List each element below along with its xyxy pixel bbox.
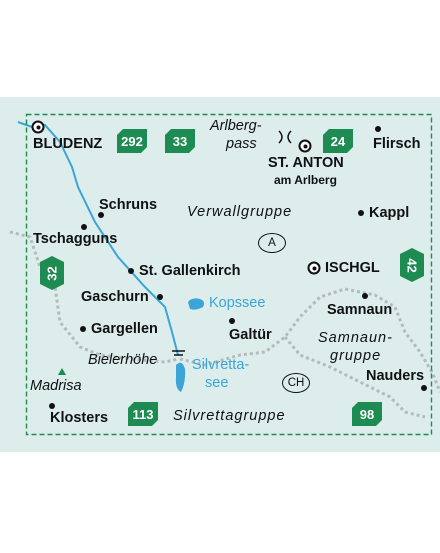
town-bludenz: BLUDENZ [33, 136, 103, 152]
dam-mark [172, 350, 185, 356]
town-gargellen: Gargellen [91, 321, 158, 337]
map-area: BLUDENZ 292 33 Arlberg- pass 24 ST. ANTO… [0, 97, 440, 452]
town-ischgl: ISCHGL [325, 260, 380, 276]
arlbergpass-label-1: Arlberg- [210, 118, 262, 134]
town-flirsch: Flirsch [373, 136, 421, 152]
kappl-marker [358, 210, 364, 216]
samnaun-marker [362, 293, 368, 299]
silvrettasee-label-2: see [205, 375, 229, 391]
town-nauders: Nauders [366, 368, 425, 384]
arlbergpass-label-2: pass [226, 136, 257, 152]
pass-icon [278, 130, 292, 144]
shield-32: 32 [40, 256, 64, 290]
town-galtuer: Galtür [229, 327, 272, 343]
town-st-gallenkirch: St. Gallenkirch [139, 263, 241, 279]
st-gallenkirch-marker [128, 268, 134, 274]
border-line-east [179, 287, 440, 393]
shield-33-label: 33 [172, 133, 188, 149]
st-anton-marker [298, 139, 312, 153]
map-overlay [9, 113, 440, 436]
shield-24-label: 24 [330, 133, 346, 149]
schruns-marker [98, 212, 104, 218]
shield-42: 42 [400, 248, 424, 282]
galtuer-marker [229, 318, 235, 324]
shield-98-label: 98 [359, 406, 375, 422]
silvrettasee-lake [175, 362, 186, 392]
flirsch-marker [375, 126, 381, 132]
shield-113-label: 113 [132, 406, 154, 422]
town-schruns: Schruns [99, 197, 158, 213]
border-line-ch [283, 336, 426, 419]
shield-113: 113 [128, 402, 158, 426]
kopssee-lake [188, 298, 204, 310]
sheet-frame [25, 113, 433, 436]
town-klosters: Klosters [50, 410, 109, 426]
town-samnaun: Samnaun [327, 302, 393, 318]
shield-292-label: 292 [121, 133, 143, 149]
country-code-a: A [258, 233, 286, 253]
silvrettasee-label-1: Silvretta- [192, 357, 250, 373]
shield-33: 33 [165, 129, 195, 153]
country-code-ch-label: CH [287, 377, 305, 389]
kopssee-label: Kopssee [209, 295, 266, 311]
shield-32-label: 32 [44, 265, 60, 281]
ischgl-marker [307, 261, 321, 275]
country-code-ch: CH [282, 373, 310, 393]
bielerhoehe-label: Bielerhöhe [88, 352, 158, 368]
nauders-marker [421, 385, 427, 391]
shield-24: 24 [323, 129, 353, 153]
town-st-anton: ST. ANTON [268, 155, 344, 171]
shield-42-label: 42 [404, 257, 420, 273]
shield-292: 292 [117, 129, 147, 153]
gaschurn-marker [157, 294, 163, 300]
region-samnaungruppe-2: gruppe [330, 348, 382, 364]
region-samnaungruppe-1: Samnaun- [318, 330, 393, 346]
town-tschagguns: Tschagguns [33, 231, 118, 247]
region-silvrettagruppe: Silvrettagruppe [173, 408, 286, 424]
country-code-a-label: A [268, 237, 276, 249]
border-line-west [9, 230, 179, 364]
madrisa-peak-icon [58, 368, 66, 375]
gargellen-marker [80, 326, 86, 332]
town-gaschurn: Gaschurn [81, 289, 149, 305]
town-kappl: Kappl [369, 205, 410, 221]
klosters-marker [49, 403, 55, 409]
region-verwallgruppe: Verwallgruppe [187, 204, 293, 220]
town-st-anton-sub: am Arlberg [274, 173, 337, 187]
shield-98: 98 [352, 402, 382, 426]
bludenz-marker [31, 120, 45, 134]
tschagguns-marker [81, 224, 87, 230]
madrisa-label: Madrisa [30, 378, 82, 394]
